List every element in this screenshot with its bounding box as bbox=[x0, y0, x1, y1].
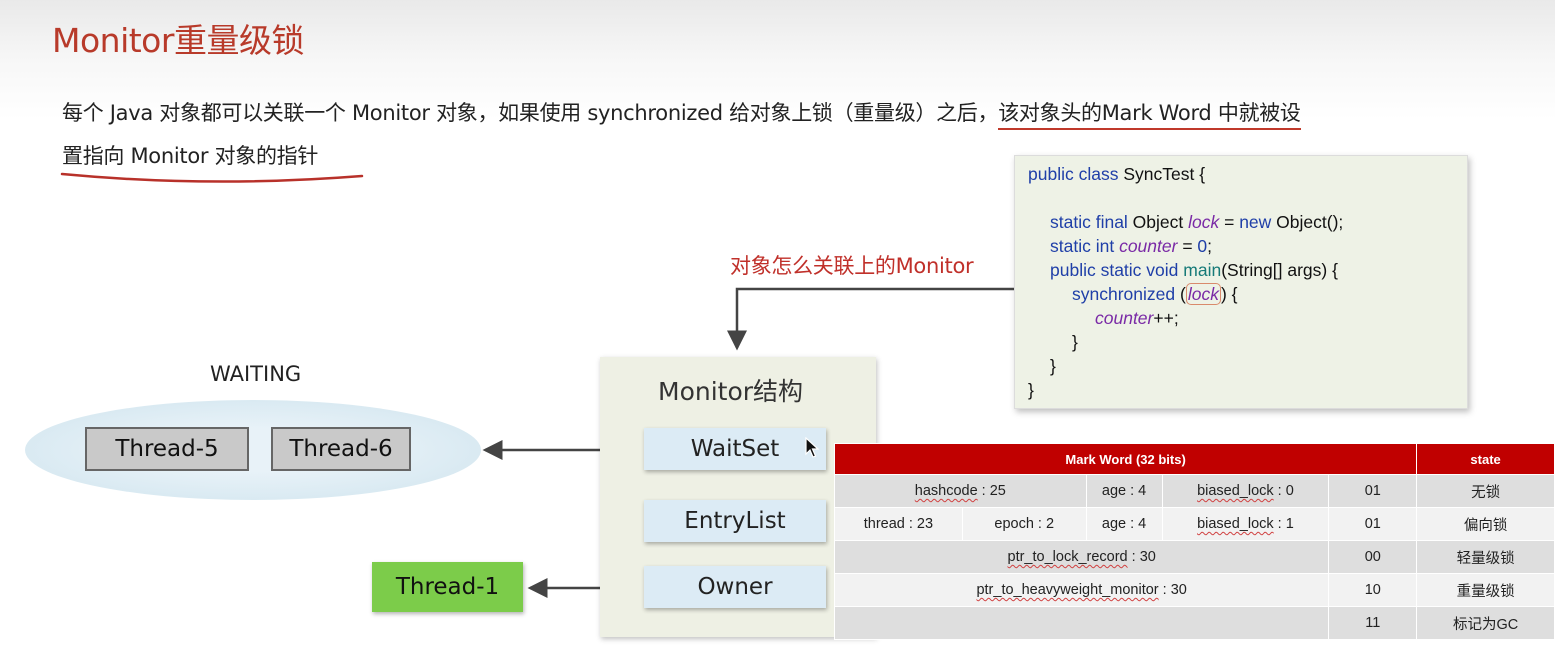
table-row: ptr_to_lock_record : 30 00 轻量级锁 bbox=[833, 540, 1555, 574]
table-row: ptr_to_heavyweight_monitor : 30 10 重量级锁 bbox=[833, 573, 1555, 607]
code-line-7: } bbox=[1072, 332, 1078, 352]
description-line-1: 每个 Java 对象都可以关联一个 Monitor 对象，如果使用 synchr… bbox=[62, 97, 1301, 130]
state-cell: 重量级锁 bbox=[1416, 573, 1555, 607]
biased-lock-cell: biased_lock : 0 bbox=[1161, 474, 1330, 508]
code-line-2: static final Object lock = new Object(); bbox=[1050, 212, 1344, 232]
thread-6-box: Thread-6 bbox=[271, 427, 411, 471]
table-row: 11 标记为GC bbox=[833, 606, 1555, 640]
state-cell: 轻量级锁 bbox=[1416, 540, 1555, 574]
table-row: hashcode : 25 age : 4 biased_lock : 0 01… bbox=[834, 474, 1555, 508]
code-line-5: synchronized (lock) { bbox=[1072, 283, 1238, 305]
hand-underline-mark bbox=[60, 172, 364, 183]
mark-word-header: Mark Word (32 bits) bbox=[833, 443, 1418, 475]
monitor-association-annotation: 对象怎么关联上的Monitor bbox=[730, 254, 974, 278]
mouse-pointer-icon bbox=[805, 437, 820, 458]
state-header: state bbox=[1416, 443, 1555, 475]
description-highlight: 该对象头的Mark Word 中就被设 bbox=[998, 101, 1301, 130]
thread-id-cell: thread : 23 bbox=[834, 507, 963, 541]
monitor-pointer-cell: ptr_to_heavyweight_monitor : 30 bbox=[833, 573, 1330, 607]
lock-record-pointer-cell: ptr_to_lock_record : 30 bbox=[833, 540, 1330, 574]
waitset-box: WaitSet bbox=[644, 428, 826, 470]
code-line-6: counter++; bbox=[1095, 308, 1179, 328]
mark-word-header-row: Mark Word (32 bits) state bbox=[833, 443, 1555, 475]
code-line-3: static int counter = 0; bbox=[1050, 236, 1213, 256]
code-line-1: public class SyncTest { bbox=[1028, 164, 1206, 184]
state-cell: 标记为GC bbox=[1416, 606, 1555, 640]
hashcode-cell: hashcode : 25 bbox=[834, 474, 1087, 508]
monitor-structure-title: Monitor结构 bbox=[658, 377, 804, 406]
owner-box: Owner bbox=[644, 566, 826, 608]
lock-bits-cell: 10 bbox=[1328, 573, 1418, 607]
entrylist-box: EntryList bbox=[644, 500, 826, 542]
table-row: thread : 23 epoch : 2 age : 4 biased_loc… bbox=[834, 507, 1555, 541]
thread-5-box: Thread-5 bbox=[85, 427, 249, 471]
code-line-4: public static void main(String[] args) { bbox=[1050, 260, 1338, 280]
biased-lock-cell: biased_lock : 1 bbox=[1161, 507, 1330, 541]
description-text-1: 每个 Java 对象都可以关联一个 Monitor 对象，如果使用 synchr… bbox=[62, 101, 999, 125]
code-snippet: public class SyncTest { static final Obj… bbox=[1014, 155, 1468, 409]
waiting-label: WAITING bbox=[210, 362, 302, 386]
mark-word-table: Mark Word (32 bits) state hashcode : 25 … bbox=[833, 443, 1555, 640]
lock-bits-cell: 01 bbox=[1328, 507, 1418, 541]
code-line-9: } bbox=[1028, 380, 1034, 400]
code-line-8: } bbox=[1050, 356, 1056, 376]
lock-bits-cell: 01 bbox=[1328, 474, 1418, 508]
state-cell: 无锁 bbox=[1416, 474, 1555, 508]
state-cell: 偏向锁 bbox=[1416, 507, 1555, 541]
age-cell: age : 4 bbox=[1085, 507, 1163, 541]
lock-bits-cell: 00 bbox=[1328, 540, 1418, 574]
owner-thread-box: Thread-1 bbox=[372, 562, 523, 612]
slide-title: Monitor重量级锁 bbox=[52, 21, 304, 60]
lock-bits-cell: 11 bbox=[1328, 606, 1418, 640]
age-cell: age : 4 bbox=[1085, 474, 1163, 508]
lock-highlight: lock bbox=[1185, 283, 1221, 305]
description-line-2: 置指向 Monitor 对象的指针 bbox=[62, 144, 319, 168]
empty-cell bbox=[833, 606, 1330, 640]
epoch-cell: epoch : 2 bbox=[961, 507, 1087, 541]
